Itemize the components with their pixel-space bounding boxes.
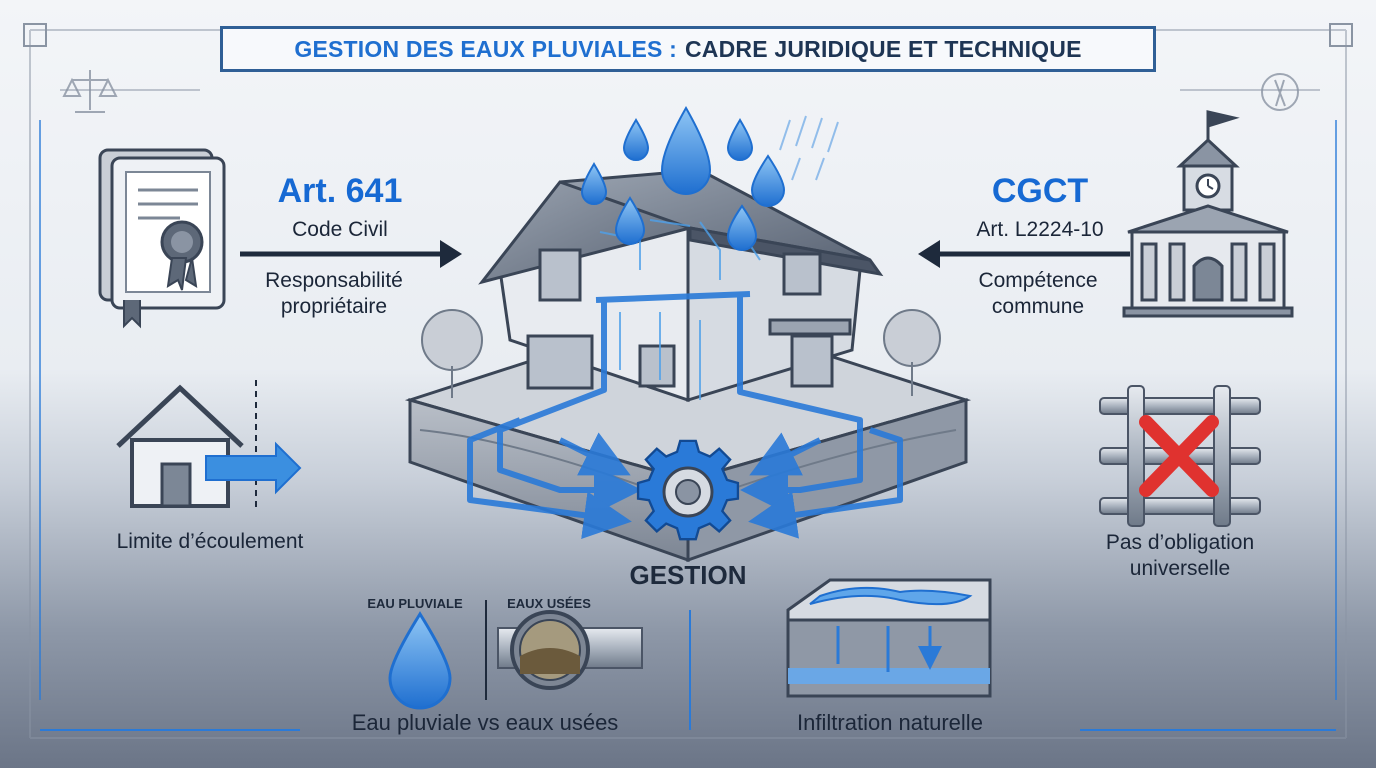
town-hall-icon (1122, 110, 1294, 318)
pipes-crossed-icon (1099, 385, 1261, 527)
wastewater-pipe-icon (497, 610, 643, 690)
rainwater-tag: EAU PLUVIALE (367, 596, 463, 611)
cgct-code: CGCT (991, 172, 1089, 210)
wastewater-tag: EAUX USÉES (507, 596, 591, 611)
owner-responsibility-caption: Responsabilité propriétaire (265, 269, 403, 318)
municipal-competence-caption: Compétence commune (978, 269, 1098, 318)
tree-left-icon (421, 309, 483, 398)
arrow-right-to-center (918, 240, 1130, 268)
rain-drops (580, 105, 786, 251)
tree-right-icon (883, 309, 941, 396)
civil-code-label: Code Civil (292, 218, 388, 241)
gestion-caption: GESTION (629, 560, 747, 590)
rain-vs-waste-caption: Eau pluviale vs eaux usées (351, 710, 619, 735)
rain-streaks (779, 115, 839, 181)
gear-icon (636, 439, 740, 541)
title-part-2: CADRE JURIDIQUE ET TECHNIQUE (684, 35, 1082, 62)
infiltration-block-icon (786, 578, 992, 698)
civil-code-article: Art. 641 (277, 172, 403, 210)
compass-icon (1261, 73, 1299, 111)
flow-limit-house-icon (116, 380, 302, 510)
arrow-left-to-center (240, 240, 462, 268)
code-civil-book-icon (98, 148, 226, 329)
house-illustration (478, 168, 884, 403)
cgct-article: Art. L2224-10 (976, 218, 1104, 241)
natural-infiltration-caption: Infiltration naturelle (797, 710, 983, 735)
no-universal-obligation-caption: Pas d’obligation universelle (1105, 531, 1255, 580)
title-part-1: GESTION DES EAUX PLUVIALES : (294, 35, 677, 62)
drainage-network (467, 291, 903, 540)
rainwater-drop-icon (388, 611, 452, 710)
page-title: GESTION DES EAUX PLUVIALES : CADRE JURID… (220, 26, 1156, 72)
flow-limit-caption: Limite d’écoulement (116, 530, 304, 553)
scales-icon (62, 70, 118, 113)
